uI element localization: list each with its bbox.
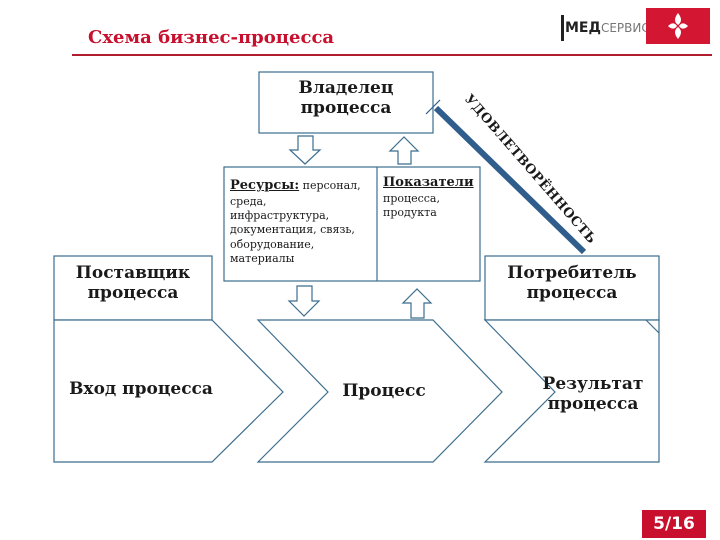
indicators-item: продукта xyxy=(383,206,437,220)
resources-first-item: персонал, xyxy=(299,179,361,192)
owner-label-line-2: процесса xyxy=(300,97,392,118)
resources-item: инфраструктура, xyxy=(230,209,330,223)
page-number-badge: 5/16 xyxy=(642,510,706,538)
indicators-heading: Показатели xyxy=(383,175,474,190)
down-arrow-icon xyxy=(288,135,322,165)
consumer-label-line-1: Потребитель xyxy=(507,263,637,283)
company-logo: МЕД СЕРВИС xyxy=(560,14,655,42)
input-label: Вход процесса xyxy=(69,379,213,399)
up-arrow-icon xyxy=(388,136,420,165)
owner-label: Владелец процесса xyxy=(259,78,433,118)
owner-box xyxy=(258,71,434,134)
satisfaction-line xyxy=(433,105,587,255)
down-arrow-icon xyxy=(287,285,321,317)
consumer-label: Потребитель процесса xyxy=(485,263,659,303)
resources-item: материалы xyxy=(230,252,295,266)
title-divider xyxy=(72,54,712,56)
resources-item: оборудование, xyxy=(230,237,315,251)
supplier-label: Поставщик процесса xyxy=(54,263,212,303)
indicators-item: процесса, xyxy=(383,191,440,205)
logo-text-part-1: МЕД xyxy=(565,20,601,36)
supplier-box xyxy=(53,255,213,321)
logo-text-part-2: СЕРВИС xyxy=(600,21,650,35)
consumer-box xyxy=(484,255,660,321)
owner-label-line-1: Владелец xyxy=(298,78,394,98)
result-label-line-1: Результат xyxy=(542,374,644,394)
result-chevron-notch xyxy=(645,319,660,334)
satisfaction-line-tick xyxy=(425,99,441,115)
logo-emblem xyxy=(646,8,710,44)
result-chevron xyxy=(483,319,660,463)
resources-text: Ресурсы: персонал, среда, инфраструктура… xyxy=(230,178,376,266)
resources-heading: Ресурсы: xyxy=(230,178,300,193)
up-arrow-icon xyxy=(401,288,433,319)
process-chevron xyxy=(256,319,503,463)
consumer-label-line-2: процесса xyxy=(526,282,618,303)
resources-item: документация, связь, xyxy=(230,223,355,237)
input-chevron xyxy=(53,319,284,463)
logo-bar-left xyxy=(561,15,564,41)
page-title: Схема бизнес-процесса xyxy=(88,27,335,48)
supplier-label-line-1: Поставщик xyxy=(75,263,191,283)
resources-item: среда, xyxy=(230,194,267,208)
indicators-text: Показатели процесса, продукта xyxy=(383,175,479,220)
result-label: Результат процесса xyxy=(528,374,658,414)
supplier-label-line-2: процесса xyxy=(87,282,179,303)
process-label: Процесс xyxy=(342,381,426,401)
resources-first-line: Ресурсы: персонал, xyxy=(230,178,376,195)
result-label-line-2: процесса xyxy=(547,393,639,414)
resources-indicators-box xyxy=(223,166,481,282)
cross-emblem-icon xyxy=(668,13,688,39)
